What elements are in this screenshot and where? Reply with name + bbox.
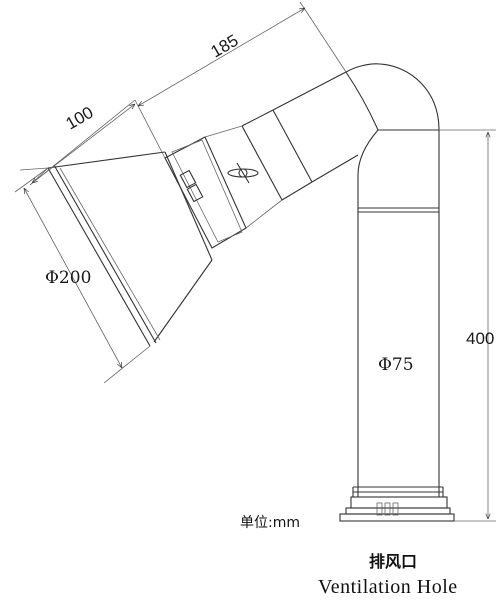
dimension-phi-75: Φ75 [378,355,414,375]
caption: 排风口 Ventilation Hole [318,552,458,598]
dimension-400: 400 [439,129,496,522]
dimension-label-phi-75: Φ75 [378,355,414,375]
base-flange [339,496,455,522]
inclined-arm [227,71,359,201]
caption-english: Ventilation Hole [318,576,458,598]
dimension-100: 100 [19,99,135,186]
elbow-bend [345,63,440,208]
caption-chinese: 排风口 [369,552,417,571]
dimension-label-400: 400 [466,329,494,348]
exhaust-hood [47,151,213,347]
unit-label: 单位:mm [240,515,300,531]
dimension-label-phi-200: Φ200 [45,268,91,288]
dimension-label-100: 100 [63,103,97,134]
dimension-185: 185 [134,1,347,159]
dimension-phi-200: Φ200 [14,167,151,384]
rotating-joint [164,125,283,249]
dimension-label-185: 185 [208,31,242,62]
vertical-pipe [352,207,444,497]
